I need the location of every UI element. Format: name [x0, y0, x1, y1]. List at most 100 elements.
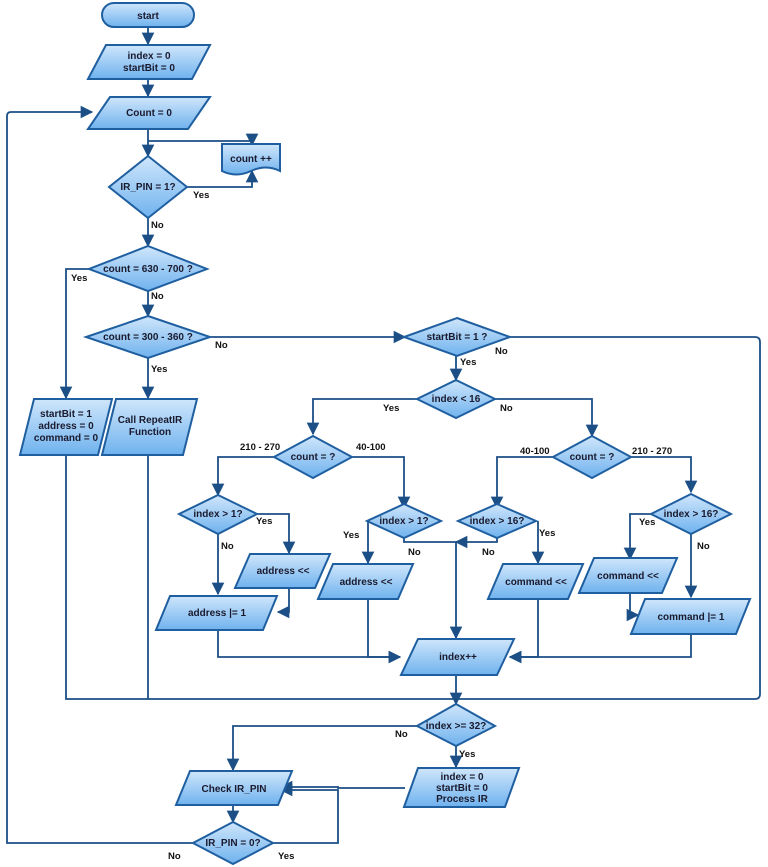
count-reset-parallelogram: [86, 96, 212, 130]
reset-vars-text-1: startBit = 1: [40, 409, 92, 420]
connector-index16-no: [494, 398, 599, 438]
count-reset-text: Count = 0: [126, 108, 172, 119]
command-shift-b-text: command <<: [597, 571, 659, 582]
connector-addrshift-inc: [367, 599, 402, 664]
init-text-1: index = 0: [127, 51, 171, 62]
connector-gt1b-no: [403, 538, 463, 640]
connector-startbit-no: [456, 336, 761, 700]
repeat-fn-text-1: Call RepeatIR: [118, 415, 183, 426]
connector-irpin0-no: [6, 105, 195, 844]
label-gt1a-no: No: [221, 541, 234, 552]
command-shift-a-parallelogram: [486, 563, 585, 600]
init-text-2: startBit = 0: [123, 63, 175, 74]
count-inc-tape: [221, 143, 281, 176]
final-reset-text-3: Process IR: [436, 794, 488, 805]
label-countleft-40: 40-100: [356, 442, 386, 453]
label-irpin-no: No: [151, 220, 164, 231]
index-32-diamond: [414, 702, 498, 748]
label-300-no: No: [215, 340, 228, 351]
connector-gt16a-no: [454, 535, 498, 549]
startbit-check-diamond: [401, 316, 513, 358]
edge-labels: Yes No Yes No Yes No Yes No Yes No 210 -…: [71, 190, 710, 862]
ir-pin-check-text: IR_PIN = 1?: [120, 182, 175, 193]
reset-vars-text-2: address = 0: [38, 421, 94, 432]
index-gt16-a-text: index > 16?: [470, 516, 525, 527]
label-300-yes: Yes: [151, 364, 167, 375]
label-index16-yes: Yes: [383, 403, 399, 414]
connector-countleft-40: [351, 456, 411, 510]
index-gt16-a-diamond: [455, 502, 539, 540]
label-irpin0-no: No: [168, 851, 181, 862]
ir-pin-check-diamond: [107, 154, 189, 220]
start-terminator: [101, 2, 195, 28]
index-gt1-a-text: index > 1?: [193, 509, 242, 520]
index-inc-text: index++: [439, 652, 477, 663]
label-countright-40: 40-100: [520, 446, 550, 457]
connector-countright-210: [630, 456, 698, 494]
label-gt16b-yes: Yes: [639, 517, 655, 528]
count-300-diamond: [82, 314, 214, 360]
label-index16-no: No: [500, 403, 513, 414]
label-irpin0-yes: Yes: [278, 851, 294, 862]
reset-vars-text-3: command = 0: [34, 433, 99, 444]
node-texts: start index = 0 startBit = 0 Count = 0 I…: [34, 11, 725, 849]
label-630-yes: Yes: [71, 273, 87, 284]
command-shift-b-parallelogram: [577, 557, 679, 594]
count-630-text: count = 630 - 700 ?: [103, 264, 193, 275]
label-countright-210: 210 - 270: [632, 446, 672, 457]
label-gt16b-no: No: [697, 541, 710, 552]
ir-pin-0-text: IR_PIN = 0?: [205, 838, 260, 849]
address-shift-b-text: address <<: [340, 577, 393, 588]
final-reset-text-2: startBit = 0: [436, 783, 488, 794]
shapes: [18, 2, 752, 866]
label-index32-yes: Yes: [459, 749, 475, 760]
label-startbit-yes: Yes: [460, 357, 476, 368]
address-or-text: address |= 1: [188, 608, 247, 619]
start-text: start: [137, 11, 159, 22]
address-shift-a-parallelogram: [233, 553, 332, 589]
init-parallelogram: [86, 44, 212, 80]
connector-resetvars-merge: [65, 454, 456, 700]
reset-vars-parallelogram: [18, 398, 114, 456]
index-32-text: index >= 32?: [426, 721, 487, 732]
connector-cmdshift-inc: [508, 599, 539, 664]
label-gt1b-yes: Yes: [343, 530, 359, 541]
command-or-parallelogram: [629, 598, 752, 635]
connector-gt16b-yes: [623, 513, 653, 561]
repeat-fn-parallelogram: [100, 398, 199, 456]
connector-cmdshift-or: [626, 593, 640, 622]
label-gt16a-yes: Yes: [539, 528, 555, 539]
connector-index32-no: [226, 725, 418, 772]
connector-addrshift-or: [276, 588, 290, 619]
final-reset-parallelogram: [402, 767, 521, 808]
address-shift-a-text: address <<: [257, 566, 310, 577]
index-gt1-a-diamond: [176, 493, 260, 536]
connector-final-checkir: [279, 780, 405, 794]
label-startbit-no: No: [495, 346, 508, 357]
repeat-fn-text-2: Function: [129, 427, 171, 438]
label-630-no: No: [151, 291, 164, 302]
address-or-parallelogram: [154, 595, 279, 631]
count-630-diamond: [86, 244, 210, 293]
label-index32-no: No: [395, 729, 408, 740]
count-right-diamond: [550, 434, 634, 480]
connector-countright-40: [490, 456, 553, 510]
count-inc-text: count ++: [230, 154, 272, 165]
connector-cmdor-inc: [508, 633, 692, 664]
connector-irpin0-yes: [272, 783, 339, 844]
label-irpin-yes: Yes: [193, 190, 209, 201]
count-right-text: count = ?: [570, 452, 615, 463]
startbit-check-text: startBit = 1 ?: [427, 332, 488, 343]
connector-index16-yes: [306, 398, 418, 436]
connector-irpin-yes-countinc: [187, 169, 259, 188]
address-shift-b-parallelogram: [316, 563, 415, 600]
check-ir-text: Check IR_PIN: [201, 784, 266, 795]
index-gt16-b-text: index > 16?: [664, 509, 719, 520]
connector-630-yes: [59, 268, 90, 400]
label-gt1b-no: No: [408, 547, 421, 558]
index-gt16-b-diamond: [648, 492, 734, 536]
index-16-text: index < 16: [432, 394, 481, 405]
label-countleft-210: 210 - 270: [240, 442, 280, 453]
